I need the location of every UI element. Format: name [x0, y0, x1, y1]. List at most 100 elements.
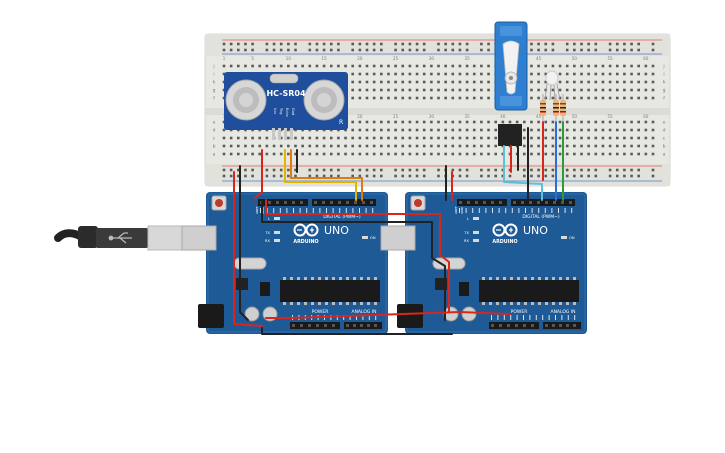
breadboard-hole: [644, 136, 648, 140]
wire-left-right-link-red: [265, 199, 450, 313]
breadboard-hole: [594, 144, 598, 148]
breadboard-hole: [422, 64, 426, 68]
breadboard-hole: [380, 48, 383, 52]
breadboard-hole: [630, 72, 633, 76]
digital-label: DIGITAL (PWM~): [522, 214, 560, 220]
breadboard-hole: [630, 42, 633, 46]
breadboard-hole: [465, 42, 469, 46]
breadboard-hole: [358, 128, 362, 132]
breadboard-hole: [630, 168, 633, 172]
breadboard-hole: [387, 120, 390, 124]
breadboard-hole: [530, 96, 533, 100]
breadboard-hole: [523, 174, 526, 178]
breadboard-hole: [387, 128, 390, 132]
breadboard-hole: [587, 152, 590, 156]
breadboard-row-letter: g: [663, 89, 666, 94]
breadboard-row-letter: c: [213, 137, 216, 142]
power-jack[interactable]: [198, 304, 224, 328]
wires[interactable]: [233, 121, 564, 335]
digital-header[interactable]: [457, 199, 575, 206]
breadboard-hole: [365, 80, 369, 84]
breadboard-hole: [451, 80, 455, 84]
breadboard-hole: [630, 174, 633, 178]
breadboard-hole: [530, 136, 533, 140]
breadboard-hole: [437, 88, 440, 92]
usb-port[interactable]: [380, 225, 416, 251]
breadboard-hole: [437, 120, 440, 124]
breadboard-hole: [637, 168, 640, 172]
resistors[interactable]: [540, 94, 566, 122]
breadboard-hole: [494, 136, 497, 140]
breadboard-hole: [480, 64, 483, 68]
breadboard-hole: [458, 42, 462, 46]
breadboard-hole: [465, 136, 469, 140]
breadboard-hole: [458, 152, 462, 156]
digital-header[interactable]: [258, 199, 376, 206]
breadboard-column-number: 60: [643, 114, 649, 119]
breadboard-hole: [458, 168, 462, 172]
breadboard-hole: [651, 174, 655, 178]
breadboard-hole: [401, 80, 405, 84]
analog-header[interactable]: [543, 322, 581, 329]
status-led: [274, 217, 280, 220]
breadboard-hole: [465, 128, 469, 132]
status-led: [473, 231, 479, 234]
breadboard-hole: [551, 174, 555, 178]
breadboard-hole: [358, 120, 362, 124]
breadboard-hole: [265, 48, 269, 52]
breadboard-hole: [594, 168, 598, 172]
breadboard-hole: [480, 72, 483, 76]
power-header[interactable]: [290, 322, 340, 329]
usb-port[interactable]: [181, 225, 217, 251]
breadboard-hole: [615, 42, 619, 46]
breadboard-hole: [587, 72, 590, 76]
breadboard-hole: [523, 168, 526, 172]
breadboard-hole: [458, 80, 462, 84]
breadboard-hole: [301, 136, 304, 140]
breadboard-hole: [494, 128, 497, 132]
breadboard-hole: [279, 152, 283, 156]
servo-motor[interactable]: [494, 21, 528, 146]
breadboard-hole: [322, 174, 326, 178]
breadboard-hole: [537, 64, 540, 68]
power-header[interactable]: [489, 322, 539, 329]
breadboard-hole: [444, 64, 447, 68]
breadboard-hole: [523, 152, 526, 156]
wire-sensor-trig: [284, 149, 357, 201]
breadboard-hole: [237, 48, 240, 52]
rgb-led[interactable]: [544, 70, 561, 101]
breadboard-hole: [437, 42, 440, 46]
breadboard-hole: [594, 88, 598, 92]
breadboard-hole: [637, 42, 640, 46]
ultrasonic-sensor[interactable]: HC-SR04 Vcc Trig Echo Gnd R: [224, 72, 348, 140]
breadboard-hole: [308, 136, 312, 140]
breadboard-hole: [480, 168, 483, 172]
sensor-pin-label: Gnd: [291, 108, 295, 115]
breadboard-hole: [487, 48, 490, 52]
breadboard-hole: [451, 72, 455, 76]
breadboard-hole: [358, 168, 362, 172]
breadboard-hole: [322, 136, 326, 140]
breadboard-hole: [630, 48, 633, 52]
analog-header[interactable]: [344, 322, 382, 329]
breadboard-hole: [637, 152, 640, 156]
breadboard-hole: [351, 80, 354, 84]
breadboard-hole: [544, 120, 548, 124]
breadboard-hole: [472, 128, 476, 132]
breadboard-hole: [537, 136, 540, 140]
breadboard-hole: [573, 144, 576, 148]
breadboard-hole: [430, 96, 433, 100]
crystal: [233, 257, 267, 270]
breadboard-hole: [287, 48, 290, 52]
breadboard-hole: [337, 64, 340, 68]
power-jack[interactable]: [397, 304, 423, 328]
breadboard-hole: [422, 96, 426, 100]
breadboard-hole: [487, 42, 490, 46]
breadboard-hole: [380, 174, 383, 178]
breadboard-hole: [351, 136, 354, 140]
breadboard-hole: [558, 88, 562, 92]
breadboard-hole: [422, 88, 426, 92]
